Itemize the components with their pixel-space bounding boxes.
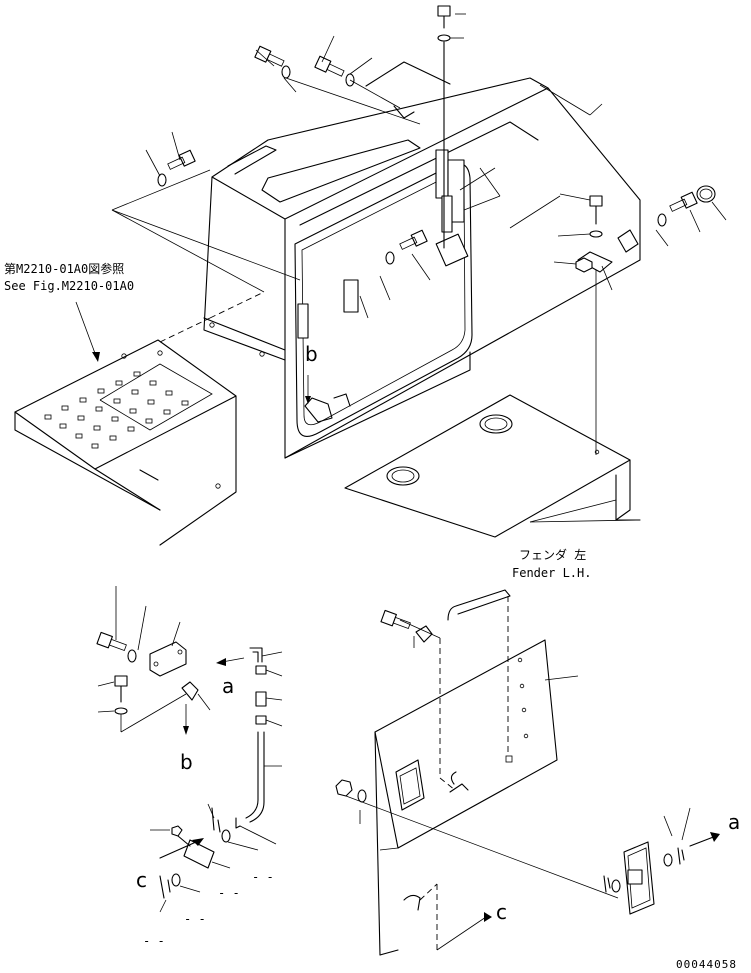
blank-ref-3: - -: [184, 912, 206, 926]
view-marker-b-upper: b: [305, 342, 318, 366]
pins-clips: [150, 803, 277, 913]
view-marker-c-right: c: [496, 900, 507, 924]
view-marker-a-right: a: [728, 810, 741, 834]
fender-plate: [344, 394, 641, 538]
view-marker-c-left: c: [136, 868, 147, 892]
drawing-code: 00044058: [676, 958, 737, 971]
fender-label-en: Fender L.H.: [512, 566, 592, 580]
hinges: [297, 149, 639, 423]
view-marker-a-left: a: [222, 674, 235, 698]
leader-lines-upper: [75, 13, 727, 523]
blank-ref-4: - -: [143, 934, 165, 948]
floor-plate: [14, 339, 237, 546]
reference-label-en: See Fig.M2210-01A0: [4, 279, 135, 293]
fender-label-jp: フェンダ 左: [519, 548, 587, 562]
cab-housing: [203, 61, 641, 459]
fender-panel: [374, 589, 558, 956]
fender-fasteners: [335, 609, 720, 915]
view-marker-b-lower: b: [180, 750, 193, 774]
blank-ref-2: - -: [218, 886, 240, 900]
rod-assembly: [96, 586, 283, 823]
blank-ref-1: - -: [252, 870, 274, 884]
reference-label-jp: 第M2210-01A0図参照: [4, 262, 125, 276]
